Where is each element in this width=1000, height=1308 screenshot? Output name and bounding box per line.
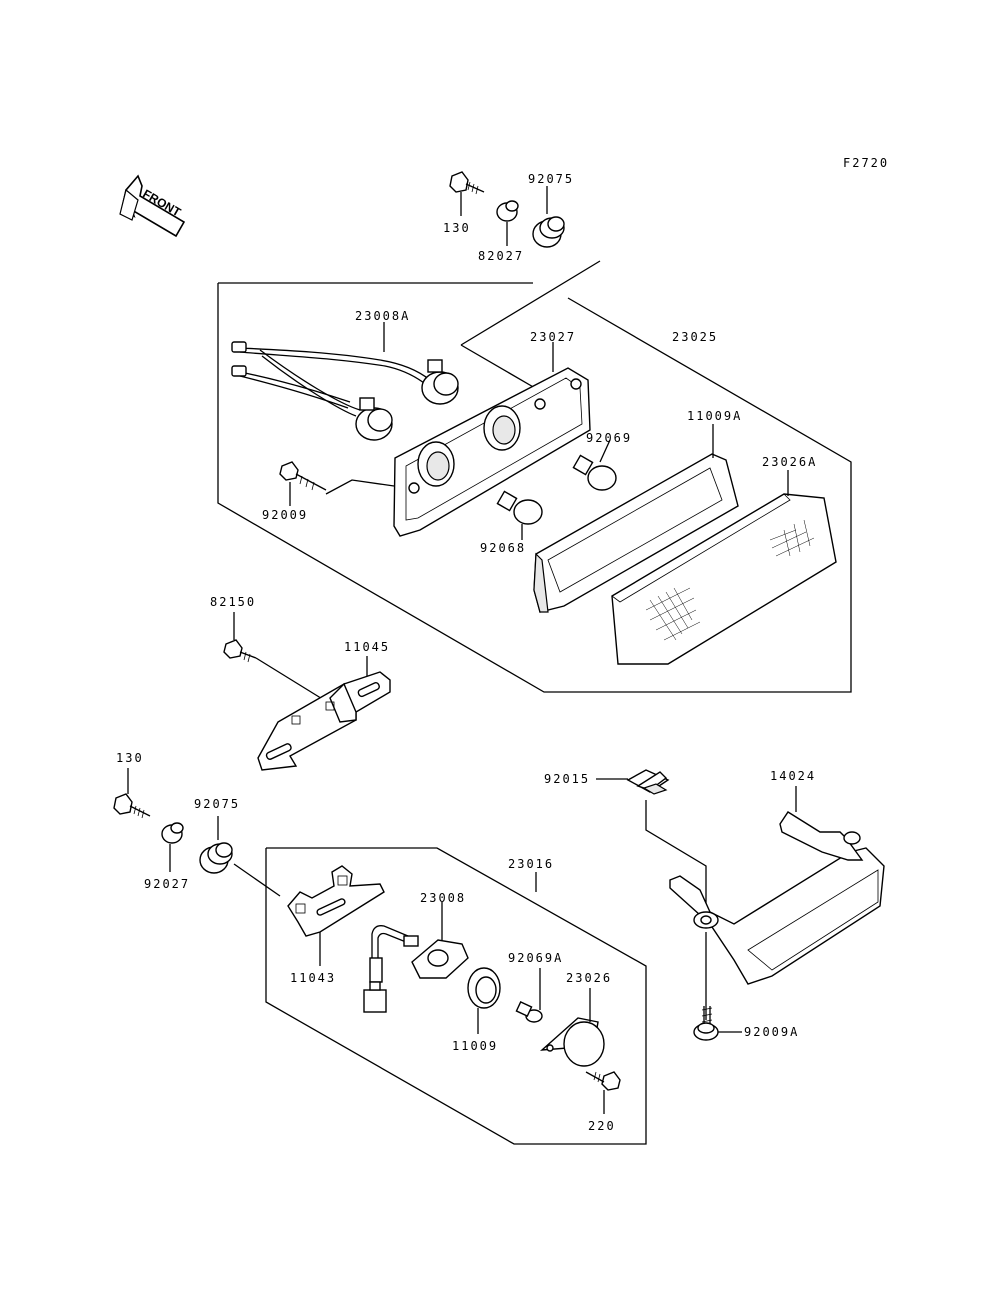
label-92075-bottom: 92075 [194,797,240,811]
bulb-92068 [496,490,543,540]
label-23026: 23026 [566,971,612,985]
label-92009a: 92009A [744,1025,799,1039]
tail-lamp-assembly-box [217,260,852,693]
label-92015: 92015 [544,772,590,786]
screw-220 [585,1071,621,1114]
label-92069: 92069 [586,431,632,445]
label-92027-bottom: 92027 [144,877,190,891]
screw-130-top [449,171,485,216]
label-23026a: 23026A [762,455,817,469]
screw-92009 [279,461,395,506]
label-14024: 14024 [770,769,816,783]
front-direction-arrow: FRONT [119,174,186,238]
label-23027: 23027 [530,330,576,344]
bulb-92069a [515,968,543,1023]
label-130-top: 130 [443,221,471,235]
part-labels: 130 82027 92075 23008A 23027 23025 11009… [116,172,817,1133]
label-92075-top: 92075 [528,172,574,186]
cover-14024 [669,786,885,985]
label-23008: 23008 [420,891,466,905]
label-82027-top: 82027 [478,249,524,263]
label-92069a: 92069A [508,951,563,965]
gasket-11009 [467,967,501,1034]
figure-code: F2720 [843,156,889,170]
label-92009: 92009 [262,508,308,522]
bracket-11043 [287,865,385,966]
label-23016: 23016 [508,857,554,871]
label-92068: 92068 [480,541,526,555]
collar-82027-top [496,200,519,246]
grommet-92075-bottom [199,816,281,897]
clip-nut-92015 [596,769,707,912]
label-11009a: 11009A [687,409,742,423]
collar-82027-bottom [161,822,184,872]
label-11045: 11045 [344,640,390,654]
label-130-bottom: 130 [116,751,144,765]
bulb-92069 [572,439,617,491]
label-11009: 11009 [452,1039,498,1053]
label-82150: 82150 [210,595,256,609]
gasket-11009a [533,424,739,613]
bolt-82150 [223,612,325,701]
label-220: 220 [588,1119,616,1133]
lens-23026a [611,470,837,665]
grommet-92075-top [532,186,565,248]
wire-harness-23008a [231,322,459,441]
bracket-11045 [257,656,391,771]
label-11043: 11043 [290,971,336,985]
label-23008a: 23008A [355,309,410,323]
lamp-base-23027 [393,342,591,537]
lens-23026 [539,988,605,1067]
license-lamp-assembly-box [265,847,647,1145]
screw-130-bottom [113,768,151,819]
socket-23008 [363,902,469,1013]
bolt-92009a [693,932,742,1041]
label-23025: 23025 [672,330,718,344]
